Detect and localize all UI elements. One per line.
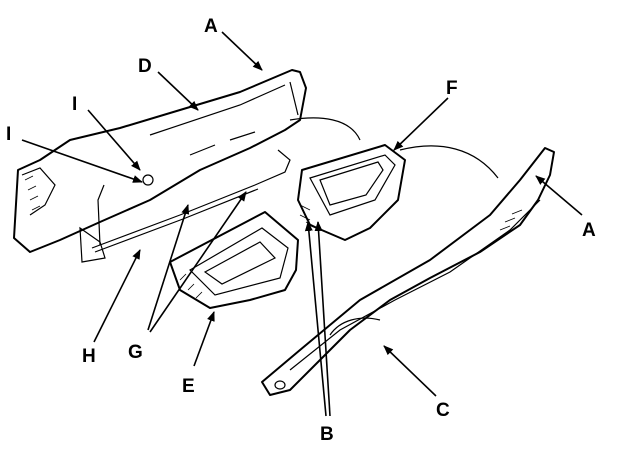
part-e-tray (169, 211, 299, 309)
callout-c: C (436, 400, 450, 421)
callout-g: G (128, 342, 143, 363)
callout-a-top: A (204, 16, 218, 37)
leader-g-1 (147, 204, 190, 331)
callout-f: F (446, 78, 458, 99)
callout-h: H (82, 346, 96, 367)
leader-g-2 (149, 191, 247, 333)
callout-d: D (138, 56, 152, 77)
leader-a-top (221, 31, 263, 71)
leader-f (393, 97, 449, 151)
leader-d (157, 71, 199, 111)
part-f-console-box (297, 144, 499, 241)
leader-i-upper (87, 109, 141, 171)
part-d-upper-panel (13, 69, 307, 263)
callout-i-upper: I (72, 94, 77, 115)
leader-a-right (535, 175, 583, 216)
leader-e (193, 311, 215, 367)
leader-lines (21, 31, 583, 417)
callout-labels: A D I I F A H G E C B (6, 16, 596, 445)
callout-b: B (320, 424, 334, 445)
leader-b-2 (314, 221, 331, 417)
callout-a-right: A (582, 220, 596, 241)
leader-b-1 (304, 221, 327, 417)
leader-c (383, 345, 437, 397)
callout-e: E (182, 376, 195, 397)
leader-i-left (21, 139, 143, 183)
leader-h (93, 249, 141, 343)
callout-i-left: I (6, 124, 11, 145)
part-c-side-panel (261, 147, 555, 396)
